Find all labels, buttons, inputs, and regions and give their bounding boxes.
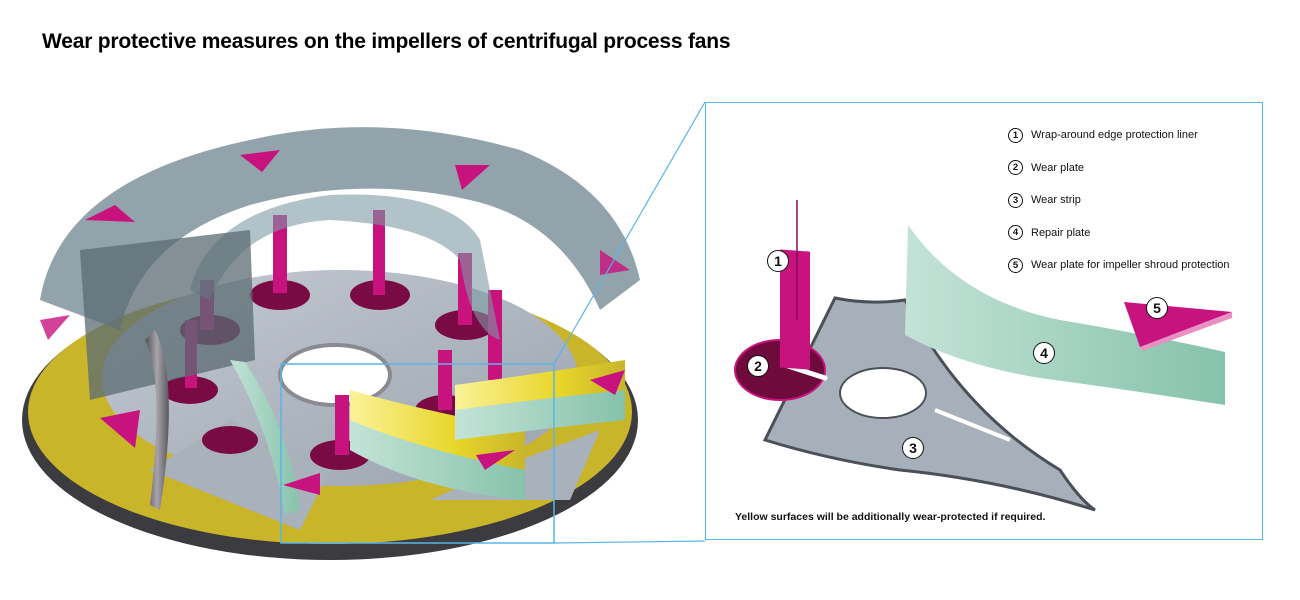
legend-label: Repair plate [1031, 226, 1091, 239]
legend-number: 1 [1008, 127, 1023, 143]
part-edge-liner [780, 249, 810, 370]
legend-label: Wear plate [1031, 161, 1084, 174]
footnote: Yellow surfaces will be additionally wea… [735, 511, 1046, 523]
callout-line-bottom [553, 540, 706, 544]
legend-label: Wrap-around edge protection liner [1031, 129, 1198, 142]
impeller-shroud [40, 127, 640, 330]
legend-number: 2 [1008, 160, 1023, 176]
legend-item: 5 Wear plate for impeller shroud protecti… [1008, 249, 1230, 282]
legend-item: 1 Wrap-around edge protection liner [1008, 119, 1230, 152]
shroud-wear-plates [40, 150, 630, 495]
legend-item: 2 Wear plate [1008, 152, 1230, 185]
legend-item: 4 Repair plate [1008, 217, 1230, 250]
callout-marker-1: 1 [767, 250, 789, 272]
callout-line-top [553, 101, 706, 365]
page-title: Wear protective measures on the impeller… [42, 30, 731, 53]
impeller-blade [145, 330, 169, 510]
impeller [22, 127, 640, 560]
impeller-blade-mint [350, 420, 525, 500]
legend-number: 3 [1008, 192, 1023, 208]
legend-label: Wear plate for impeller shroud protectio… [1031, 259, 1230, 272]
callout-marker-3: 3 [902, 437, 924, 459]
impeller-blade-mint [230, 360, 300, 515]
part-wear-strip [762, 296, 1096, 512]
legend-label: Wear strip [1031, 194, 1081, 207]
callout-marker-2: 2 [747, 355, 769, 377]
part-wear-strip-hole [839, 367, 927, 419]
legend-item: 3 Wear strip [1008, 184, 1230, 217]
impeller-blade-mint [455, 390, 625, 440]
detail-panel [705, 102, 1263, 540]
legend-number: 4 [1008, 225, 1023, 241]
zoom-frame [280, 363, 555, 544]
shroud-inner-ring [190, 194, 500, 340]
impeller-blade [80, 230, 255, 400]
part-wear-strip-slot [934, 408, 1011, 442]
part-shroud-wear-plate-edge [1140, 312, 1232, 351]
part-repair-plate [905, 225, 1225, 405]
callout-marker-5: 5 [1146, 297, 1168, 319]
callout-marker-4: 4 [1033, 342, 1055, 364]
legend-number: 5 [1008, 257, 1023, 273]
